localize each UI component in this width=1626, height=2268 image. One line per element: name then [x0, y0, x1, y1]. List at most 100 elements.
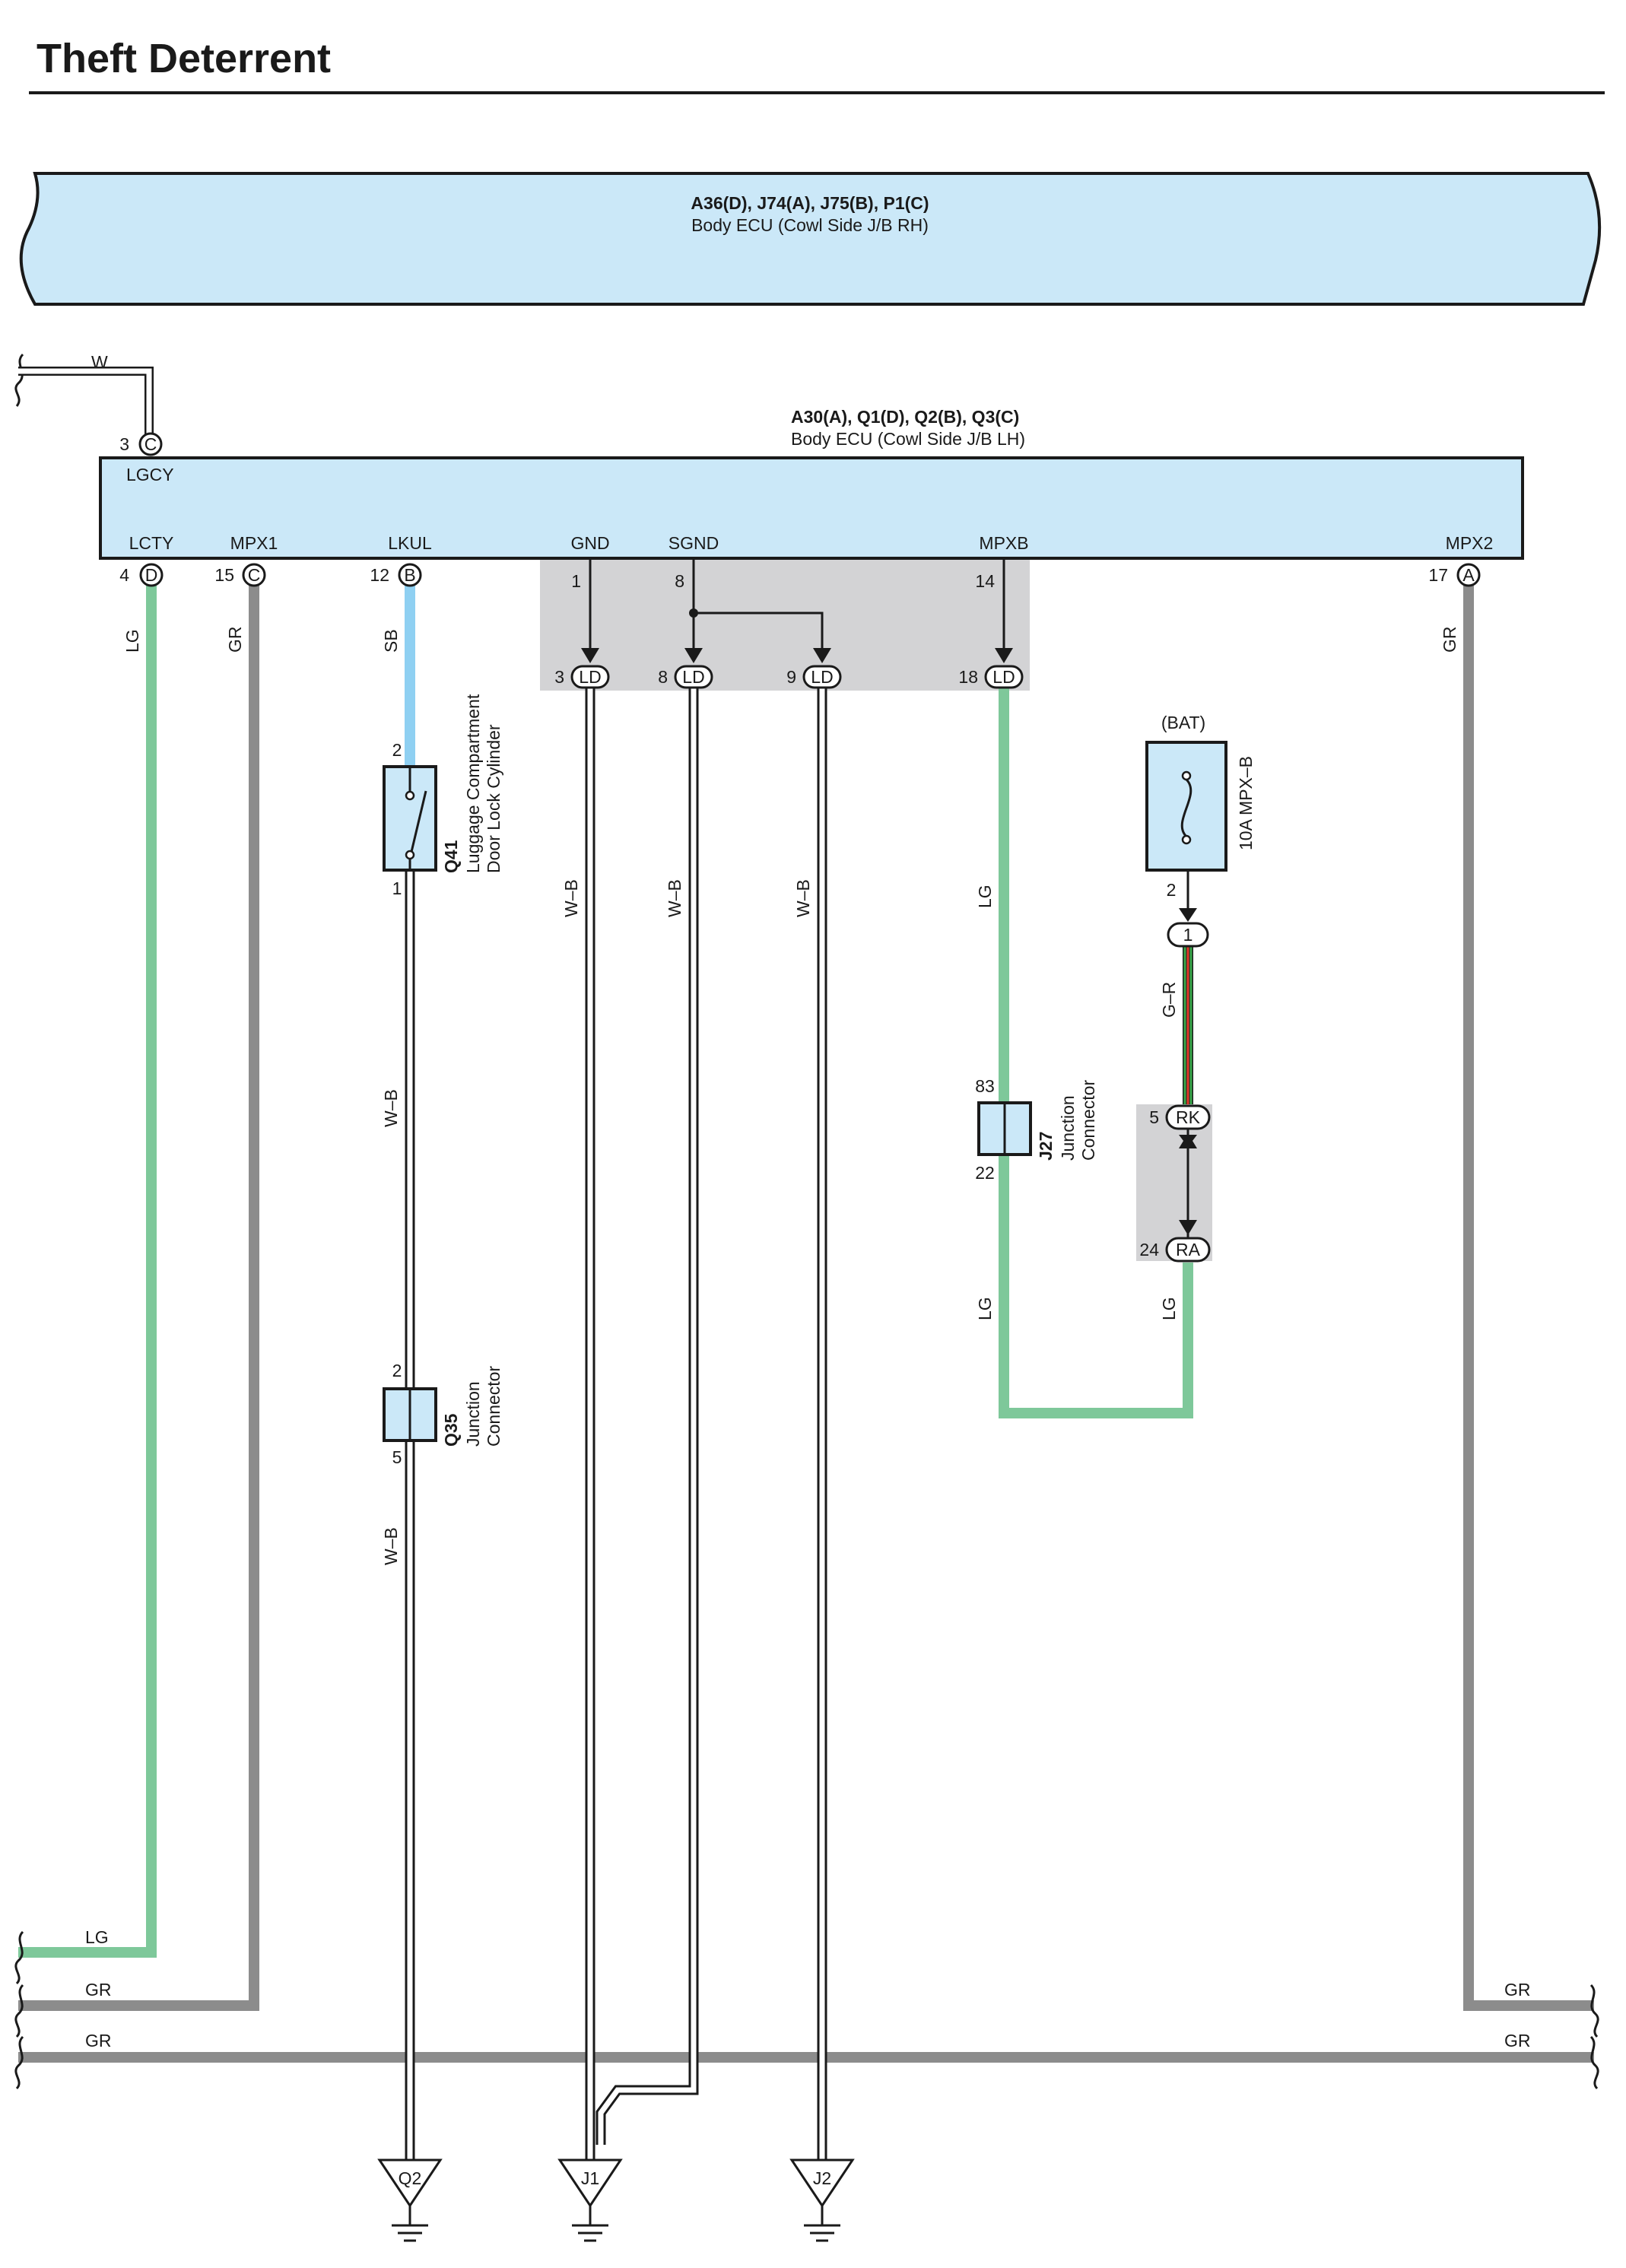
wire-label-right-gr-1: GR	[1504, 1980, 1531, 2000]
q41-code: Q41	[441, 840, 461, 873]
wire-label-lg-ra: LG	[1159, 1297, 1179, 1320]
terminal-mpx2-label: MPX2	[1446, 533, 1494, 553]
ld-connector-8-label: LD	[682, 667, 704, 687]
fuse-symbol	[1180, 770, 1193, 845]
body-ecu-lh-codes: A30(A), Q1(D), Q2(B), Q3(C)	[791, 407, 1019, 427]
wire-label-wb-q41: W–B	[381, 1089, 401, 1127]
wire-label-wb-j2: W–B	[793, 879, 813, 917]
terminal-sgnd-label: SGND	[669, 533, 719, 553]
pin-gnd: 1	[571, 571, 581, 591]
connector-lgcy-letter: C	[144, 434, 157, 454]
j27-code: J27	[1036, 1132, 1056, 1161]
ground-q2: Q2	[377, 2158, 443, 2242]
switch-symbol	[405, 767, 427, 870]
wire-label-wb-q35: W–B	[381, 1527, 401, 1565]
connector-lgcy	[138, 432, 163, 456]
wire-label-w: W	[91, 352, 108, 372]
wire-label-gr-mpx1: GR	[225, 627, 245, 653]
ground-j2: J2	[789, 2158, 855, 2242]
q35-name-1: Junction	[463, 1381, 483, 1447]
pin-mpxb: 14	[975, 571, 995, 591]
wire-w-outline	[18, 367, 154, 444]
pin-lgcy: 3	[119, 434, 129, 454]
j27-junction-connector	[977, 1101, 1032, 1156]
body-ecu-rh-name: Body ECU (Cowl Side J/B RH)	[691, 215, 929, 235]
ld-connector-9-label: LD	[811, 667, 833, 687]
fuse-supply: (BAT)	[1161, 713, 1205, 732]
wire-label-wb-sgnd: W–B	[665, 879, 684, 917]
terminal-lcty-label: LCTY	[129, 533, 174, 553]
break-mark-w	[14, 353, 24, 407]
q41-name-1: Luggage Compartment	[463, 694, 483, 873]
break-marks-right	[1589, 1984, 1599, 2090]
rk-ra-connector-area	[1136, 1104, 1212, 1261]
ra-pin: 24	[1139, 1240, 1159, 1259]
terminal-mpx2-conn: A	[1462, 565, 1475, 585]
fuse-arrowhead	[1179, 908, 1197, 922]
wire-label-bottom-gr-1: GR	[85, 1980, 112, 2000]
j27-pin-top: 83	[975, 1076, 995, 1096]
ra-connector: RA	[1165, 1237, 1211, 1263]
wire-label-right-gr-2: GR	[1504, 2031, 1531, 2050]
internal-leads	[589, 560, 1005, 654]
q35-name-2: Connector	[484, 1366, 503, 1447]
rk-ra-leads	[1179, 1129, 1197, 1238]
ground-q2-label: Q2	[399, 2168, 422, 2188]
terminal-lkul-conn: B	[404, 565, 415, 585]
pin-mpx2: 17	[1428, 565, 1448, 585]
j27-name-1: Junction	[1058, 1095, 1078, 1161]
pin-lcty: 4	[119, 565, 129, 585]
q41-name-2: Door Lock Cylinder	[484, 724, 503, 873]
terminal-lgcy-label: LGCY	[126, 465, 174, 484]
wire-gr-mpx1	[18, 575, 259, 2011]
ld-pin-8: 8	[658, 667, 668, 687]
body-ecu-lh-name: Body ECU (Cowl Side J/B LH)	[791, 429, 1025, 449]
splice-dot	[689, 608, 698, 618]
pin-sgnd: 8	[675, 571, 684, 591]
ground-j2-label: J2	[813, 2168, 831, 2188]
wire-lg-lcty	[18, 575, 157, 1958]
wire-lg-mpxb	[999, 688, 1193, 1418]
q35-code: Q35	[441, 1413, 461, 1447]
terminal-mpx1-label: MPX1	[230, 533, 278, 553]
wire-label-sb: SB	[381, 629, 401, 653]
wire-label-lg-j27: LG	[975, 1297, 995, 1320]
fuse-connector-1-label: 1	[1183, 925, 1193, 945]
arrowheads-ld	[581, 648, 1013, 663]
q35-pin-bottom: 5	[392, 1447, 402, 1467]
q35-pin-top: 2	[392, 1361, 402, 1380]
terminal-lcty-connector: D	[139, 563, 164, 587]
pin-mpx1: 15	[214, 565, 234, 585]
wire-label-bottom-gr-2: GR	[85, 2031, 112, 2050]
wire-g-r	[1183, 946, 1193, 1104]
ground-connector-area	[540, 560, 1030, 691]
q35-junction-connector	[383, 1387, 437, 1442]
ground-j1-label: J1	[581, 2168, 599, 2188]
j27-name-2: Connector	[1078, 1080, 1098, 1161]
ra-connector-label: RA	[1176, 1240, 1201, 1259]
ld-connector-9: LD	[802, 665, 842, 689]
body-ecu-rh-codes: A36(D), J74(A), J75(B), P1(C)	[691, 193, 929, 213]
wire-label-gr-mpx2: GR	[1440, 627, 1459, 653]
wire-label-lg-lcty: LG	[122, 629, 142, 653]
wire-label-wb-gnd: W–B	[561, 879, 581, 917]
terminal-mpx2-connector: A	[1456, 563, 1481, 587]
j27-pin-bottom: 22	[975, 1163, 995, 1183]
ld-pin-18: 18	[958, 667, 978, 687]
ld-connector-18: LD	[984, 665, 1024, 689]
fuse-connector-1: 1	[1167, 922, 1209, 948]
wire-label-bottom-lg: LG	[85, 1927, 109, 1947]
terminal-mpx1-conn: C	[248, 565, 261, 585]
ground-j1: J1	[557, 2158, 623, 2242]
body-ecu-lh-block	[99, 456, 1524, 560]
rk-connector: RK	[1165, 1104, 1211, 1130]
q41-pin-bottom: 1	[392, 878, 402, 898]
pin-lkul: 12	[370, 565, 389, 585]
fuse-pin-out: 2	[1167, 880, 1177, 900]
rk-pin: 5	[1149, 1107, 1159, 1127]
ld-pin-3: 3	[554, 667, 564, 687]
wire-label-g-r: G–R	[1159, 982, 1179, 1018]
page-title: Theft Deterrent	[37, 36, 331, 81]
terminal-lkul-connector: B	[398, 563, 422, 587]
